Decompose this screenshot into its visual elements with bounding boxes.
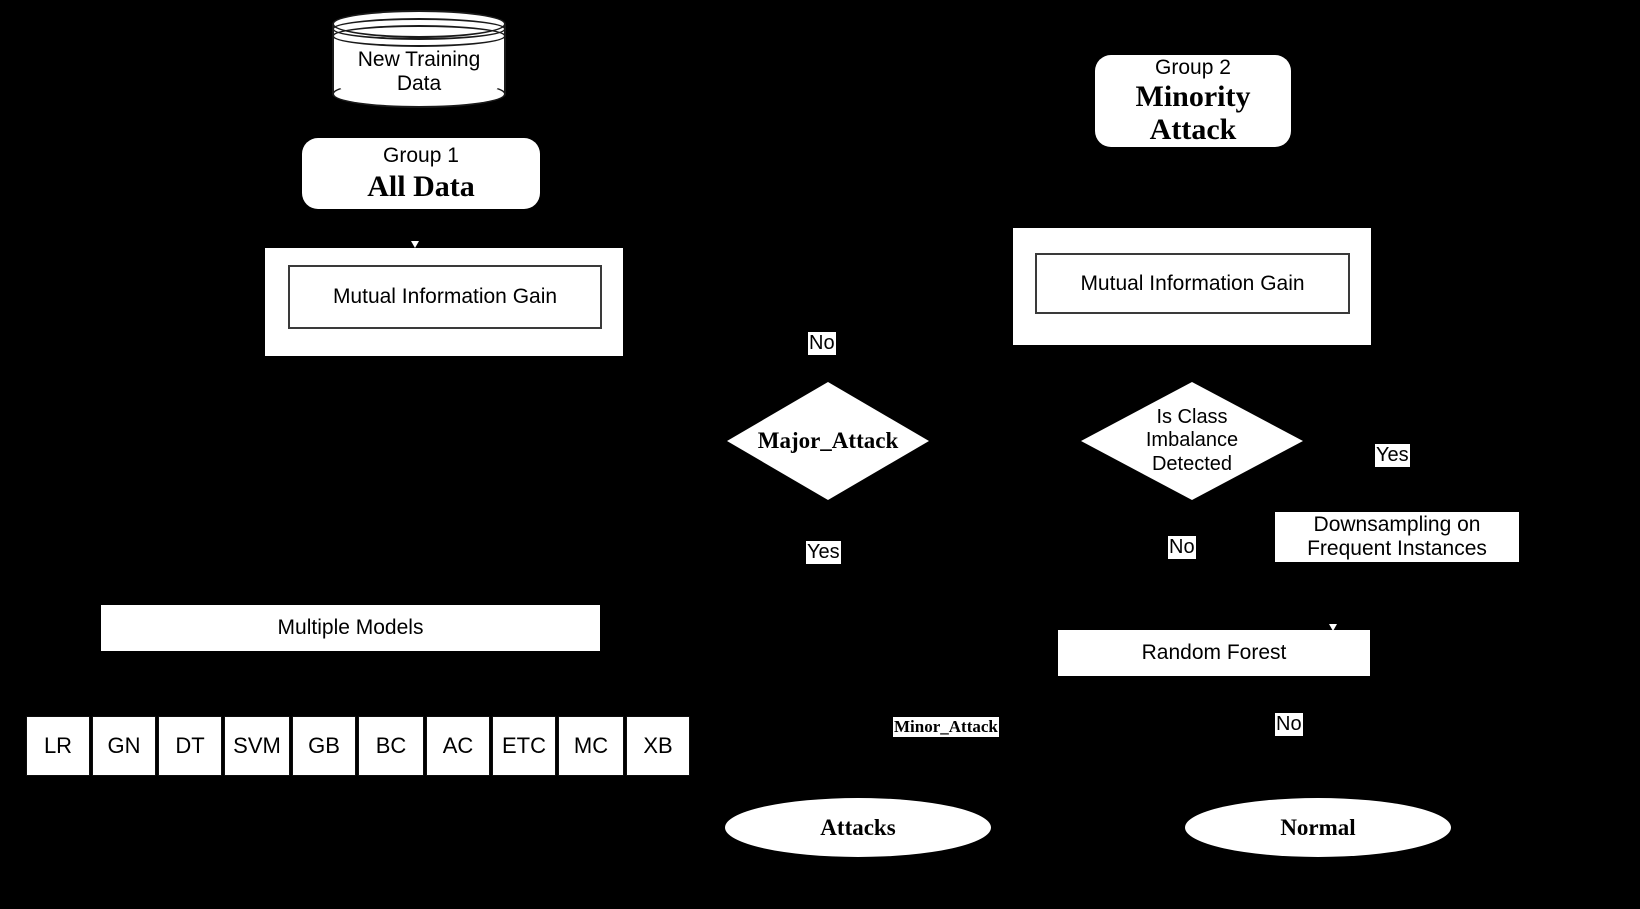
- model-cell-ac-label: AC: [442, 733, 474, 758]
- model-cell-mc-label: MC: [573, 733, 609, 758]
- model-cell-bc-label: BC: [375, 733, 407, 758]
- attacks-outcome-label: Attacks: [820, 814, 896, 840]
- major-attack-label: Major_Attack: [757, 428, 899, 453]
- random-forest-label: Random Forest: [1141, 641, 1287, 665]
- class-imbalance-label: Is Class Imbalance Detected: [1146, 406, 1238, 477]
- edge-label-no-right-mid-text: No: [1169, 536, 1195, 558]
- edge-label-no-top-center: No: [808, 332, 836, 355]
- class-imbalance-line1: Is Class: [1156, 405, 1228, 428]
- normal-outcome-ellipse[interactable]: Normal: [1185, 798, 1451, 857]
- model-cell-lr-label: LR: [43, 733, 73, 758]
- downsampling-line1: Downsampling on: [1313, 512, 1481, 536]
- edge-label-minor-attack-text: Minor_Attack: [894, 717, 998, 736]
- mig-left-label: Mutual Information Gain: [332, 285, 558, 308]
- group1-all-data-box[interactable]: Group 1 All Data: [302, 138, 540, 209]
- group1-main-label: All Data: [367, 170, 475, 204]
- random-forest-arrow-tick: [1329, 624, 1337, 631]
- model-cell-gb-label: GB: [308, 733, 340, 758]
- edge-label-yes-right-upper-text: Yes: [1376, 444, 1409, 466]
- model-cell-svm-label: SVM: [233, 733, 281, 758]
- mig-left-inner-box[interactable]: Mutual Information Gain: [288, 265, 602, 329]
- group2-sub-label: Group 2: [1155, 55, 1231, 79]
- model-cell-gn-label: GN: [107, 733, 141, 758]
- model-cell-svm[interactable]: SVM: [224, 716, 290, 776]
- normal-outcome-label: Normal: [1280, 814, 1356, 840]
- model-cell-gb[interactable]: GB: [292, 716, 356, 776]
- edge-label-yes-center: Yes: [806, 541, 841, 564]
- edge-label-no-bottom-right: No: [1275, 713, 1303, 736]
- cylinder-rib-2: [332, 25, 506, 47]
- downsampling-box[interactable]: Downsampling on Frequent Instances: [1275, 512, 1519, 562]
- group2-main-label-line1: Minority: [1135, 80, 1251, 114]
- mig-right-label: Mutual Information Gain: [1080, 271, 1305, 295]
- database-label-line1: New Training: [357, 48, 481, 71]
- group2-main-label-line2: Attack: [1149, 112, 1237, 146]
- multiple-models-box[interactable]: Multiple Models: [101, 605, 600, 651]
- model-cell-dt-label: DT: [175, 733, 205, 758]
- new-training-data-cylinder[interactable]: New Training Data: [332, 10, 506, 108]
- model-cell-ac[interactable]: AC: [426, 716, 490, 776]
- model-cell-etc-label: ETC: [502, 733, 546, 758]
- group2-minority-attack-box[interactable]: Group 2 Minority Attack: [1095, 55, 1291, 147]
- attacks-outcome-ellipse[interactable]: Attacks: [725, 798, 991, 857]
- edge-label-yes-right-upper: Yes: [1375, 444, 1410, 467]
- model-cell-bc[interactable]: BC: [358, 716, 424, 776]
- mig-right-outer-box[interactable]: Mutual Information Gain: [1013, 228, 1371, 345]
- downsampling-line2: Frequent Instances: [1307, 537, 1487, 560]
- model-cell-gn[interactable]: GN: [92, 716, 156, 776]
- new-training-data-label: New Training Data: [332, 48, 506, 95]
- model-cell-lr[interactable]: LR: [26, 716, 90, 776]
- mig-right-inner-box[interactable]: Mutual Information Gain: [1035, 253, 1350, 314]
- database-label-line2: Data: [396, 71, 442, 95]
- model-cell-dt[interactable]: DT: [158, 716, 222, 776]
- class-imbalance-line3: Detected: [1151, 452, 1233, 475]
- model-cell-etc[interactable]: ETC: [492, 716, 556, 776]
- model-cell-xb[interactable]: XB: [626, 716, 690, 776]
- edge-label-no-bottom-right-text: No: [1276, 713, 1302, 735]
- random-forest-box[interactable]: Random Forest: [1058, 630, 1370, 676]
- class-imbalance-diamond[interactable]: Is Class Imbalance Detected: [1081, 382, 1303, 500]
- model-strip: LR GN DT SVM GB BC AC ETC MC XB: [26, 716, 690, 776]
- class-imbalance-line2: Imbalance: [1145, 429, 1239, 452]
- mig-left-outer-box[interactable]: Mutual Information Gain: [265, 248, 623, 356]
- cylinder-bottom-ellipse: [332, 80, 506, 108]
- edge-label-no-top-center-text: No: [809, 332, 835, 354]
- edge-label-no-right-mid: No: [1168, 536, 1196, 559]
- major-attack-diamond[interactable]: Major_Attack: [727, 382, 929, 500]
- edge-label-yes-center-text: Yes: [807, 541, 840, 563]
- group1-sub-label: Group 1: [383, 143, 459, 167]
- mig-left-arrow-tick: [411, 241, 419, 248]
- edge-label-minor-attack: Minor_Attack: [893, 717, 999, 737]
- model-cell-xb-label: XB: [643, 733, 673, 758]
- multiple-models-label: Multiple Models: [277, 616, 424, 640]
- model-cell-mc[interactable]: MC: [558, 716, 624, 776]
